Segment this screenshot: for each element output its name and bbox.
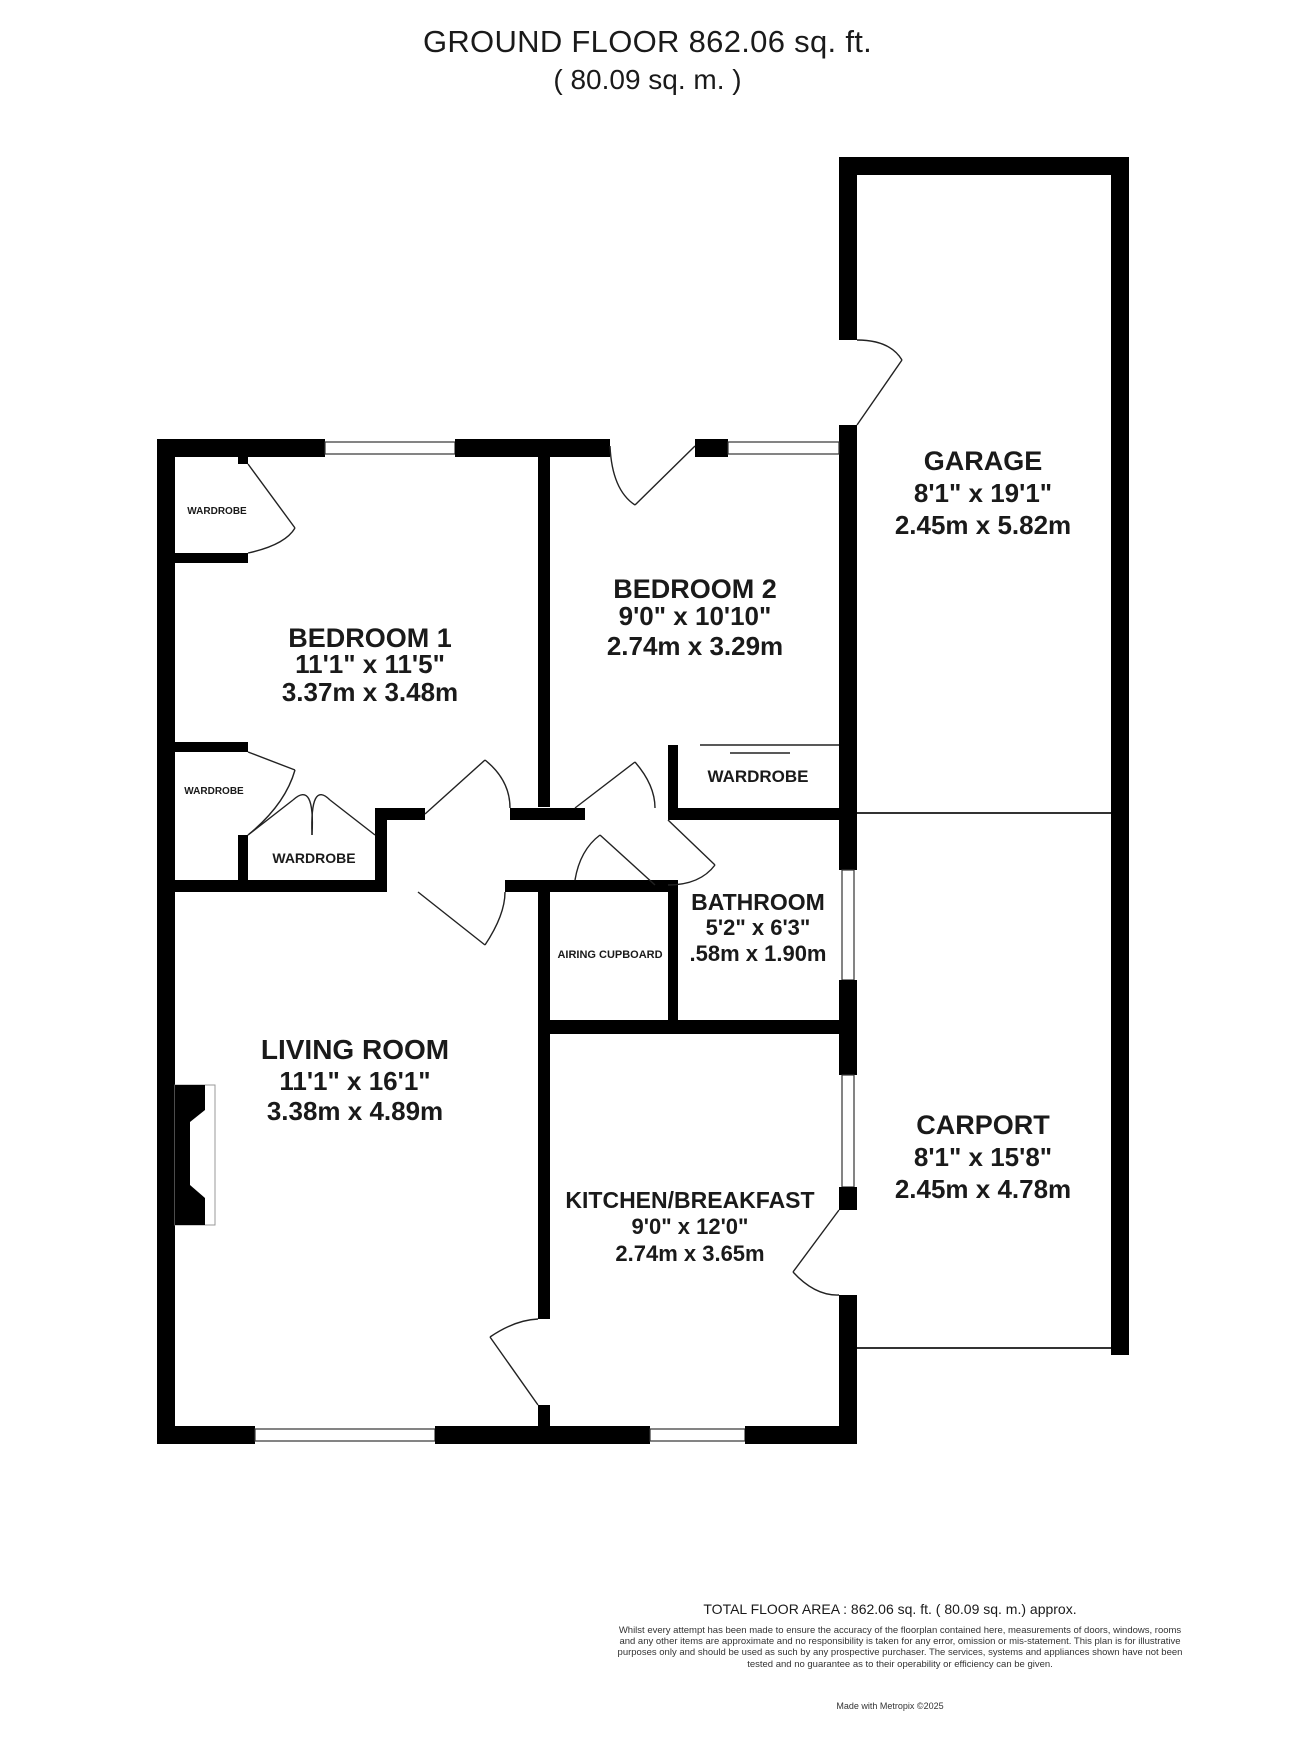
bottom-wall-mid xyxy=(435,1426,650,1444)
house-right-wall-c xyxy=(839,1187,857,1210)
credit-text: Made with Metropix ©2025 xyxy=(836,1701,944,1711)
kitchen-door-icon xyxy=(489,1318,539,1406)
garage-wall-right xyxy=(1111,157,1129,1355)
bed2-window-icon xyxy=(727,441,840,455)
hall-bottom-wall-right xyxy=(505,880,675,892)
garage-wall-left-top xyxy=(839,157,857,340)
bath-window-icon xyxy=(841,869,855,981)
bedroom1-metric: 3.37m x 3.48m xyxy=(282,677,458,707)
airing-cupboard-left-wall xyxy=(538,880,550,1020)
living-room-metric: 3.38m x 4.89m xyxy=(267,1096,443,1126)
wardrobe-top-label: WARDROBE xyxy=(187,506,247,517)
garage-wall-top xyxy=(839,157,1129,175)
house-right-wall-a xyxy=(839,825,857,870)
kitchen-metric: 2.74m x 3.65m xyxy=(615,1241,764,1266)
living-door-icon xyxy=(417,891,506,946)
bedroom2-name: BEDROOM 2 xyxy=(613,574,777,604)
total-floor-area: TOTAL FLOOR AREA : 862.06 sq. ft. ( 80.0… xyxy=(703,1601,1077,1617)
airing-cupboard-door-icon xyxy=(574,834,656,886)
bed2-bottom-wall xyxy=(668,808,857,820)
carport-name: CARPORT xyxy=(916,1110,1050,1140)
living-kitchen-wall-stub xyxy=(538,1405,550,1426)
floor-subtitle: ( 80.09 sq. m. ) xyxy=(553,64,742,95)
garage-metric: 2.45m x 5.82m xyxy=(895,510,1071,540)
living-window-icon xyxy=(254,1428,436,1442)
bedroom1-name: BEDROOM 1 xyxy=(288,623,452,653)
disclaimer-text: Whilst every attempt has been made to en… xyxy=(617,1625,1183,1670)
bed1-door-icon xyxy=(424,759,511,815)
bed2-top-wall xyxy=(695,439,728,457)
bathroom-imperial: 5'2" x 6'3" xyxy=(706,915,811,940)
wardrobe-top-post xyxy=(238,439,248,464)
bath-kitchen-wall xyxy=(538,1020,857,1034)
floor-title: GROUND FLOOR 862.06 sq. ft. xyxy=(422,24,873,59)
wardrobe-bed1-label: WARDROBE xyxy=(272,850,355,866)
bedroom2-metric: 2.74m x 3.29m xyxy=(607,631,783,661)
kitchen-name: KITCHEN/BREAKFAST xyxy=(565,1187,814,1213)
wardrobe-left-mid-label: WARDROBE xyxy=(184,786,244,797)
bathroom-door-icon xyxy=(667,819,716,886)
wardrobe-bed2-label: WARDROBE xyxy=(707,767,808,786)
wardrobe-left-shelf-top xyxy=(175,742,248,752)
wardrobe-left-post xyxy=(238,835,248,890)
carport-imperial: 8'1" x 15'8" xyxy=(914,1142,1052,1172)
wardrobe-bed1-right-post xyxy=(375,808,387,890)
wardrobe-top-door-icon xyxy=(247,463,296,554)
bottom-wall-left xyxy=(157,1426,255,1444)
bed1-top-wall-right xyxy=(455,439,610,457)
wardrobe-top-shelf-wall xyxy=(175,553,248,563)
garage-door-icon xyxy=(856,339,903,426)
living-room-imperial: 11'1" x 16'1" xyxy=(279,1066,430,1096)
bathroom-metric: .58m x 1.90m xyxy=(690,941,827,966)
garage-name: GARAGE xyxy=(924,446,1043,476)
hall-top-wall-mid xyxy=(510,808,585,820)
kitchen-side-door-icon xyxy=(792,1209,840,1296)
kitchen-window-icon xyxy=(649,1428,746,1442)
bed1-bottom-wall-left xyxy=(157,880,387,892)
bottom-wall-right xyxy=(745,1426,857,1444)
airing-cupboard-label: AIRING CUPBOARD xyxy=(557,949,662,961)
wardrobe-bed1-top-bar xyxy=(375,808,425,820)
bed2-door-icon xyxy=(574,761,656,809)
wardrobe-bed1-doors-icon xyxy=(247,794,376,836)
bed2-outer-door-icon xyxy=(609,445,696,506)
garage-wall-left-mid xyxy=(839,425,857,825)
kitchen-side-window-icon xyxy=(841,1074,855,1188)
bathroom-name: BATHROOM xyxy=(691,889,825,915)
carport-metric: 2.45m x 4.78m xyxy=(895,1174,1071,1204)
house-right-wall-d xyxy=(839,1295,857,1444)
living-room-name: LIVING ROOM xyxy=(261,1034,449,1065)
bedroom1-imperial: 11'1" x 11'5" xyxy=(295,649,445,679)
left-outer-wall xyxy=(157,439,175,1444)
bed1-window-icon xyxy=(324,441,456,455)
garage-imperial: 8'1" x 19'1" xyxy=(914,478,1052,508)
bed2-wardrobe-wall xyxy=(668,745,678,813)
airing-cupboard-right-wall xyxy=(668,880,678,1020)
wardrobe-left-door-icon xyxy=(247,751,296,836)
kitchen-imperial: 9'0" x 12'0" xyxy=(632,1214,749,1239)
living-kitchen-wall xyxy=(538,1034,550,1319)
bed1-bed2-wall xyxy=(538,457,550,807)
bedroom2-imperial: 9'0" x 10'10" xyxy=(619,601,772,631)
fireplace-icon xyxy=(174,1084,216,1226)
